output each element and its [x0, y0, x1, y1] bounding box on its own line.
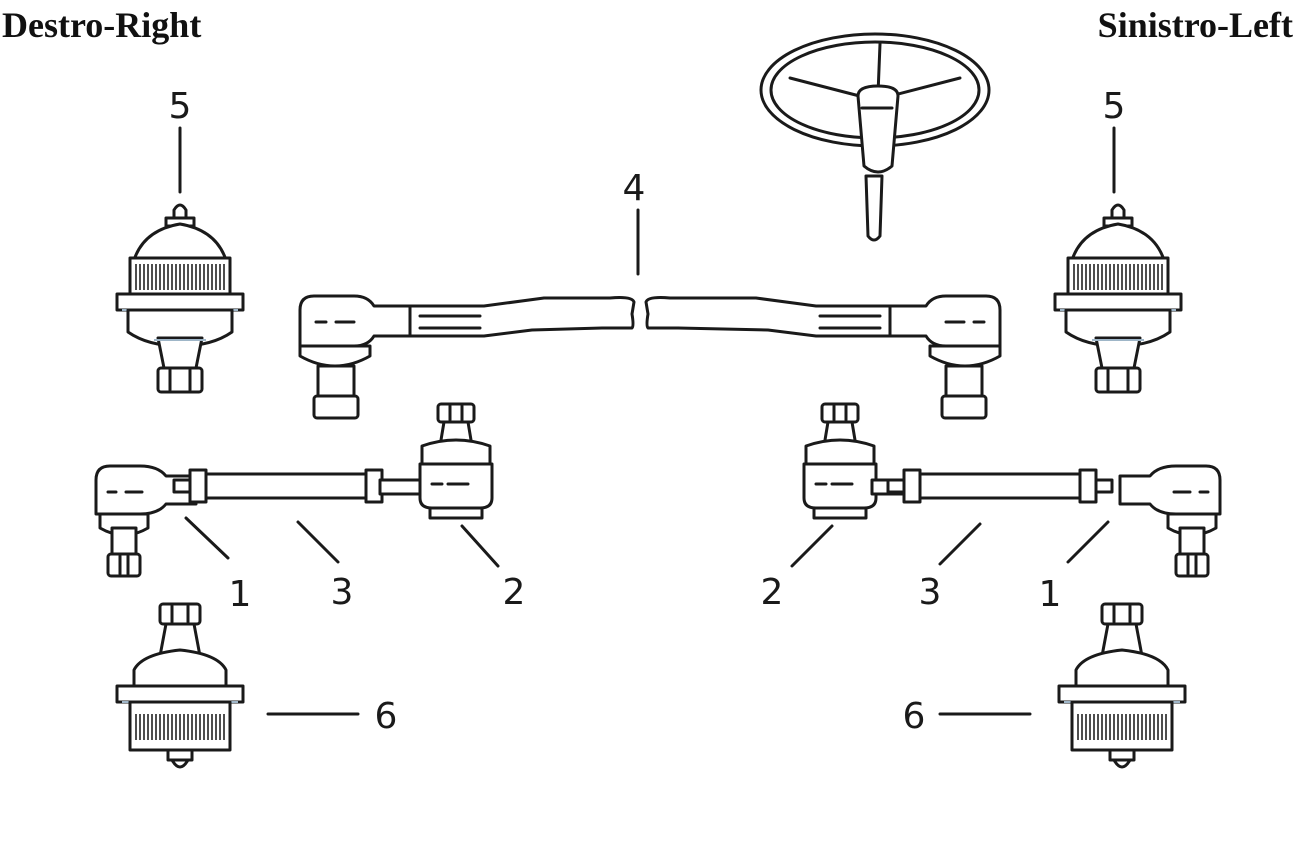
- adjuster-sleeve-left: [886, 468, 1114, 504]
- callout-6-right: 6: [375, 696, 398, 737]
- upper-ball-joint-left: [1053, 203, 1183, 394]
- lower-ball-joint-right: [115, 602, 245, 769]
- inner-tie-rod-end-right: [418, 402, 494, 520]
- drag-link: [298, 294, 1002, 420]
- leader-lines: [178, 126, 1116, 716]
- inner-tie-rod-end-left: [802, 402, 878, 520]
- callout-3-right: 3: [331, 572, 354, 613]
- callout-1-right: 1: [229, 574, 252, 615]
- callout-1-left: 1: [1039, 574, 1062, 615]
- lower-ball-joint-left: [1057, 602, 1187, 769]
- callout-2-left: 2: [761, 572, 784, 613]
- callout-5-right: 5: [169, 86, 192, 127]
- outer-tie-rod-end-left: [1118, 464, 1222, 578]
- callout-4: 4: [623, 168, 646, 209]
- callout-6-left: 6: [903, 696, 926, 737]
- heading-left-side: Sinistro-Left: [1097, 5, 1293, 45]
- callout-2-right: 2: [503, 572, 526, 613]
- heading-right-side: Destro-Right: [2, 5, 202, 45]
- adjuster-sleeve-right: [172, 468, 400, 504]
- callout-5-left: 5: [1103, 86, 1126, 127]
- inner-rod-shaft-right: [378, 478, 426, 496]
- callout-3-left: 3: [919, 572, 942, 613]
- steering-wheel-icon: [759, 32, 991, 242]
- upper-ball-joint-right: [115, 203, 245, 394]
